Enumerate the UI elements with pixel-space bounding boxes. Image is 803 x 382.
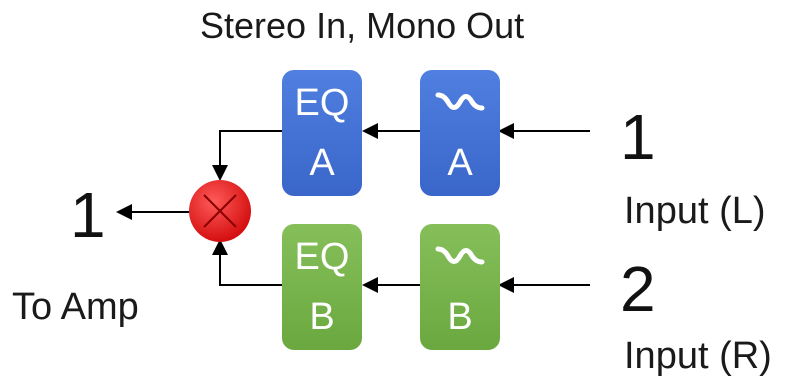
eq-b-label: EQ — [294, 236, 350, 278]
filter-b-channel: B — [447, 296, 473, 338]
mixer-icon — [189, 180, 251, 242]
diagram-title: Stereo In, Mono Out — [200, 5, 525, 46]
wire-eq-a-to-mixer — [212, 130, 282, 181]
input-l-number: 1 — [620, 101, 656, 173]
wire-filter-a-to-eq-a — [362, 123, 420, 139]
wire-filter-b-to-eq-b — [362, 277, 420, 293]
input-l-label: Input (L) — [624, 190, 766, 232]
eq-a-block: EQ A — [282, 70, 362, 196]
wire-input-l-to-filter-a — [498, 123, 590, 139]
wire-mixer-to-output — [116, 204, 189, 220]
filter-wave-icon — [435, 92, 485, 111]
output-number: 1 — [70, 179, 106, 251]
eq-b-block: EQ B — [282, 224, 362, 350]
wire-input-r-to-filter-b — [498, 277, 590, 293]
eq-a-label: EQ — [294, 82, 350, 124]
output-label: To Amp — [12, 286, 139, 328]
eq-a-channel: A — [309, 142, 335, 184]
filter-a-block: A — [420, 70, 500, 196]
input-r-number: 2 — [620, 253, 656, 325]
filter-a-channel: A — [447, 142, 473, 184]
filter-b-block: B — [420, 224, 500, 350]
wire-eq-b-to-mixer — [212, 239, 282, 286]
filter-wave-icon — [435, 246, 485, 265]
input-r-label: Input (R) — [624, 335, 772, 377]
eq-b-channel: B — [309, 296, 335, 338]
